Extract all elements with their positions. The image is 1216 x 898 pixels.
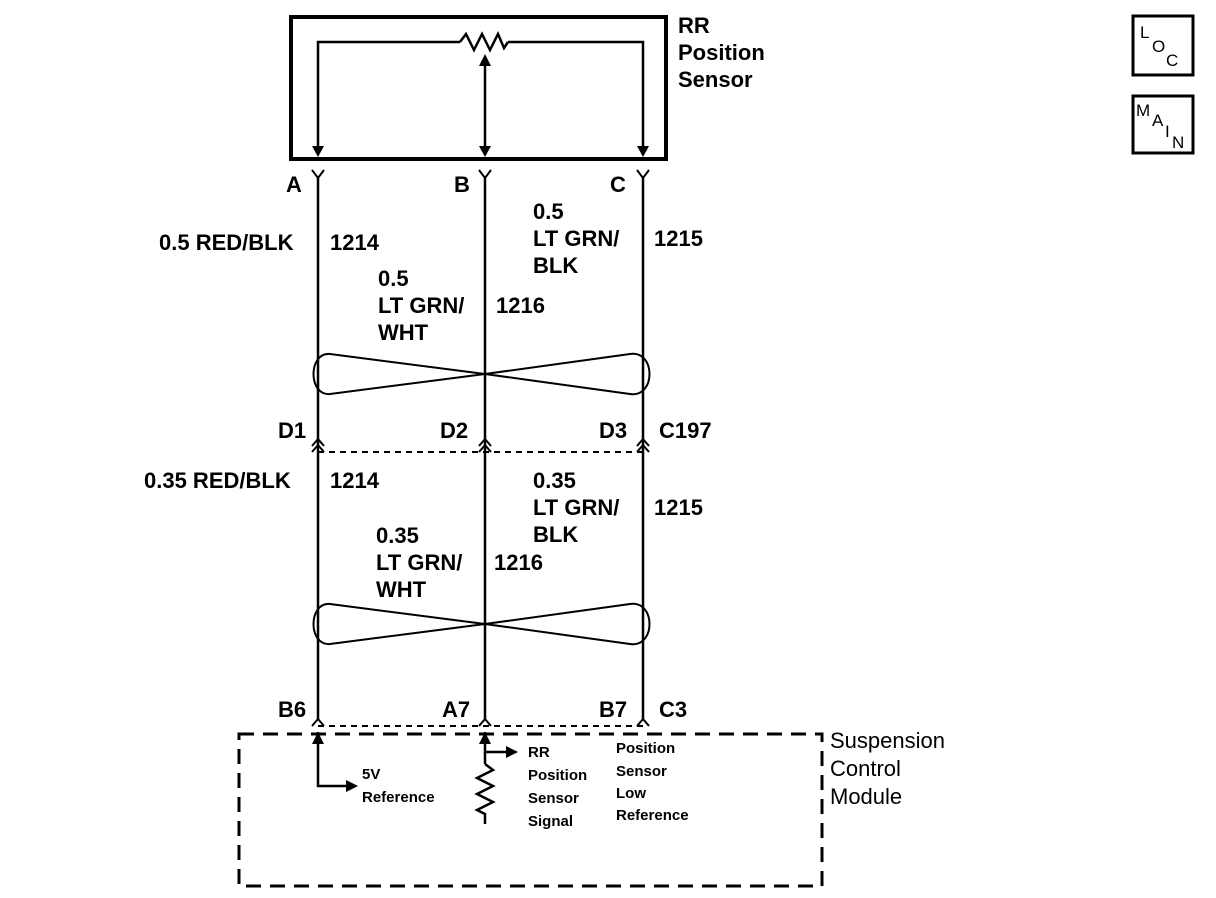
- twisted-pair-lower: [312, 602, 651, 646]
- sensor-terminals: [311, 169, 650, 180]
- module-pin-b7: B7: [599, 697, 627, 722]
- sensor-pin-b: B: [454, 172, 470, 197]
- upper-wire-c-color: 0.5 LT GRN/ BLK: [533, 199, 625, 278]
- sensor-housing: [289, 15, 668, 161]
- pin-b-arrow: [479, 146, 491, 157]
- sensor-inner-circuit: [316, 40, 645, 152]
- loc-icon[interactable]: L O C: [1131, 14, 1195, 77]
- twisted-pair-upper: [312, 352, 651, 396]
- upper-wire-labels: 0.5 RED/BLK 1214 0.5 LT GRN/ BLK 1215 0.…: [159, 199, 703, 345]
- main-icon[interactable]: M A I N: [1131, 94, 1195, 155]
- sensor-name-line-1: RR: [678, 13, 710, 38]
- module-pin-b6: B6: [278, 697, 306, 722]
- sensor-name-line-3: Sensor: [678, 67, 753, 92]
- connector-c197: D1 D2 D3 C197: [278, 418, 712, 453]
- module-connector-c3: C3: [659, 697, 687, 722]
- lower-wire-c-color: 0.35 LT GRN/ BLK: [533, 468, 625, 547]
- lower-wire-a-circuit: 1214: [330, 468, 380, 493]
- upper-wire-b-circuit: 1216: [496, 293, 545, 318]
- module-pin-a7: A7: [442, 697, 470, 722]
- c197-pin-d1: D1: [278, 418, 306, 443]
- lower-wire-b-circuit: 1216: [494, 550, 543, 575]
- c197-name: C197: [659, 418, 712, 443]
- lower-wire-labels: 0.35 RED/BLK 1214 0.35 LT GRN/ BLK 1215 …: [144, 468, 703, 602]
- svg-text:O: O: [1152, 37, 1165, 56]
- svg-text:L: L: [1140, 23, 1149, 42]
- svg-text:I: I: [1165, 122, 1170, 141]
- suspension-control-module: B6 A7 B7 C3 5V Reference RR Position Sen…: [237, 697, 951, 888]
- module-housing: [237, 732, 824, 888]
- sensor-name: RR Position Sensor: [678, 13, 771, 92]
- potentiometer-resistor: [459, 31, 510, 53]
- sensor-name-line-2: Position: [678, 40, 765, 65]
- svg-text:M: M: [1136, 101, 1150, 120]
- signal-label: RR Position Sensor Signal: [528, 744, 591, 830]
- svg-text:N: N: [1172, 133, 1184, 152]
- wires: [316, 178, 645, 720]
- lower-wire-c-circuit: 1215: [654, 495, 703, 520]
- signal-resistor: [474, 763, 496, 824]
- pin-a-arrow: [312, 146, 324, 157]
- rr-position-sensor: RR Position Sensor A B C: [286, 13, 771, 197]
- pin-c-arrow: [637, 146, 649, 157]
- upper-wire-a-circuit: 1214: [330, 230, 380, 255]
- lower-wire-a-color: 0.35 RED/BLK: [144, 468, 291, 493]
- sensor-pin-a: A: [286, 172, 302, 197]
- upper-wire-a-color: 0.5 RED/BLK: [159, 230, 294, 255]
- sensor-pin-c: C: [610, 172, 626, 197]
- svg-text:A: A: [1152, 111, 1164, 130]
- svg-text:C: C: [1166, 51, 1178, 70]
- wiper-arrow: [479, 54, 491, 66]
- c197-pin-d2: D2: [440, 418, 468, 443]
- upper-wire-b-color: 0.5 LT GRN/ WHT: [378, 266, 470, 345]
- c197-pin-d3: D3: [599, 418, 627, 443]
- module-name: Suspension Control Module: [830, 728, 951, 809]
- low-ref-label: Position Sensor Low Reference: [616, 740, 689, 824]
- lower-wire-b-color: 0.35 LT GRN/ WHT: [376, 523, 468, 602]
- upper-wire-c-circuit: 1215: [654, 226, 703, 251]
- ref-5v-label: 5V Reference: [362, 766, 435, 806]
